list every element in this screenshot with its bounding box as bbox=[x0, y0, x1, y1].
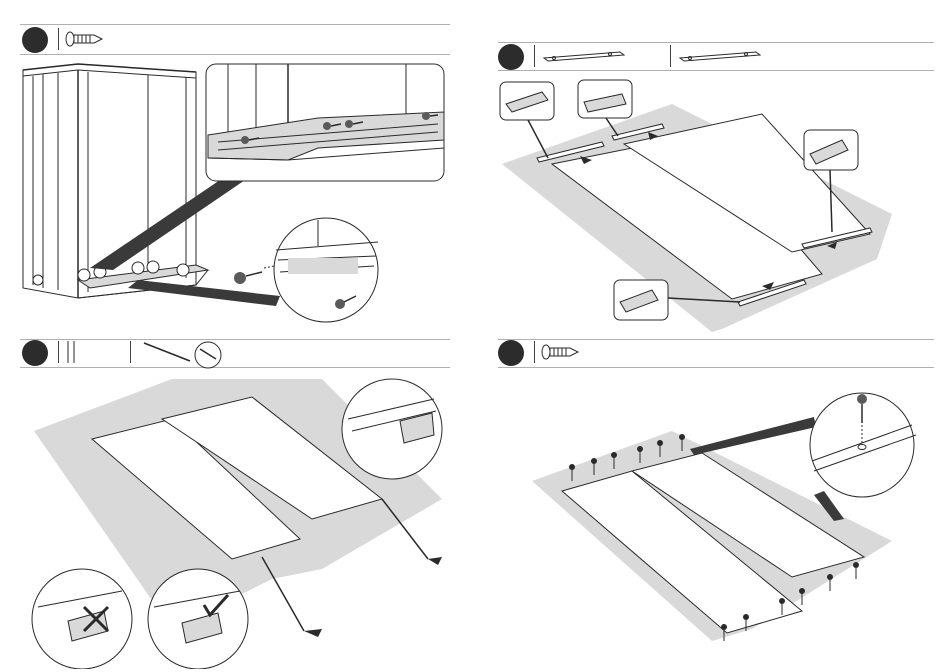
header-rule-bottom bbox=[498, 70, 934, 71]
step-panel-bottom-right bbox=[492, 335, 942, 672]
header-separator bbox=[534, 341, 535, 363]
step-number-badge bbox=[22, 340, 48, 366]
header-rule-bottom bbox=[20, 54, 450, 55]
header-separator bbox=[130, 341, 131, 363]
header-rule-top bbox=[498, 42, 934, 43]
cabinet-illustration bbox=[18, 60, 458, 330]
header-rule-top bbox=[498, 339, 934, 340]
step-number-badge bbox=[22, 27, 48, 53]
header-rule-bottom bbox=[20, 367, 450, 368]
step-panel-top-right bbox=[492, 0, 942, 335]
step-number-badge bbox=[498, 44, 524, 70]
rail-icon bbox=[540, 48, 626, 64]
panels-screw-illustration bbox=[512, 371, 942, 669]
header-rule-bottom bbox=[498, 367, 934, 368]
header-rule-top bbox=[20, 24, 450, 25]
header-separator bbox=[670, 45, 671, 67]
step-panel-bottom-left bbox=[0, 335, 460, 672]
header-separator bbox=[534, 45, 535, 67]
header-separator bbox=[58, 28, 59, 50]
header-separator bbox=[58, 341, 59, 363]
step-panel-top-left bbox=[0, 0, 460, 335]
panel-edge-icon bbox=[64, 341, 84, 363]
header-rule-top bbox=[20, 339, 450, 340]
screw-icon bbox=[540, 343, 580, 361]
panels-rail-illustration bbox=[492, 74, 942, 332]
panels-rod-illustration bbox=[22, 369, 452, 669]
screw-icon bbox=[64, 30, 104, 48]
rail-icon bbox=[676, 48, 762, 64]
rod-icon bbox=[140, 339, 224, 369]
arrow-icon bbox=[304, 557, 442, 637]
step-number-badge bbox=[498, 340, 524, 366]
